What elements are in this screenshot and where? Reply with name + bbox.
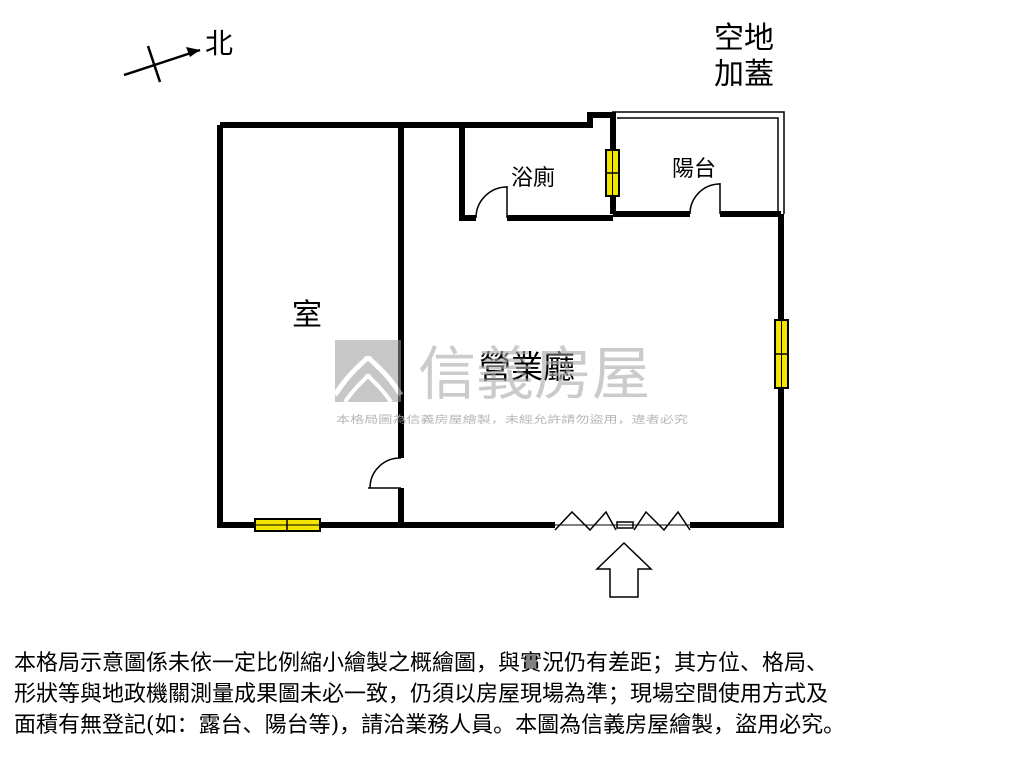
door-room [368,457,402,489]
disclaimer-line-3: 面積有無登記(如：露台、陽台等)，請洽業務人員。本圖為信義房屋繪製，盜用必究。 [14,713,846,738]
north-label: 北 [205,27,233,60]
watermark-brand: 信義房屋 [418,340,650,408]
door-balcony [689,183,721,215]
window-bathroom [605,149,620,197]
door-bathroom [475,186,508,219]
disclaimer-line-1: 本格局示意圖係未依一定比例縮小繪製之概繪圖，與實況仍有差距；其方位、格局、 [14,651,829,676]
addition-label-line2: 加蓋 [714,57,774,92]
floor-plan: 北 空地 加蓋 [123,21,789,598]
walls [217,112,784,528]
watermark-notice: 本格局圖為信義房屋繪製，未經允許請勿盜用，違者必究 [336,413,688,426]
disclaimer-line-2: 形狀等與地政機關測量成果圖未必一致，仍須以房屋現場為準；現場空間使用方式及 [14,682,829,707]
entrance-door [554,510,691,532]
window-hall-east [774,319,789,389]
room-label-balcony: 陽台 [672,157,716,182]
addition-outline [612,111,785,214]
room-label-room: 室 [292,298,322,333]
disclaimer: 本格局示意圖係未依一定比例縮小繪製之概繪圖，與實況仍有差距；其方位、格局、 形狀… [14,648,1014,741]
room-label-hall: 營業廳 [479,348,575,386]
compass-icon [123,45,201,83]
entrance-arrow-icon [595,541,653,598]
room-label-bathroom: 浴廁 [511,166,555,191]
window-room-south [254,518,321,532]
watermark-logo-icon [332,340,404,404]
addition-label-line1: 空地 [714,21,774,56]
